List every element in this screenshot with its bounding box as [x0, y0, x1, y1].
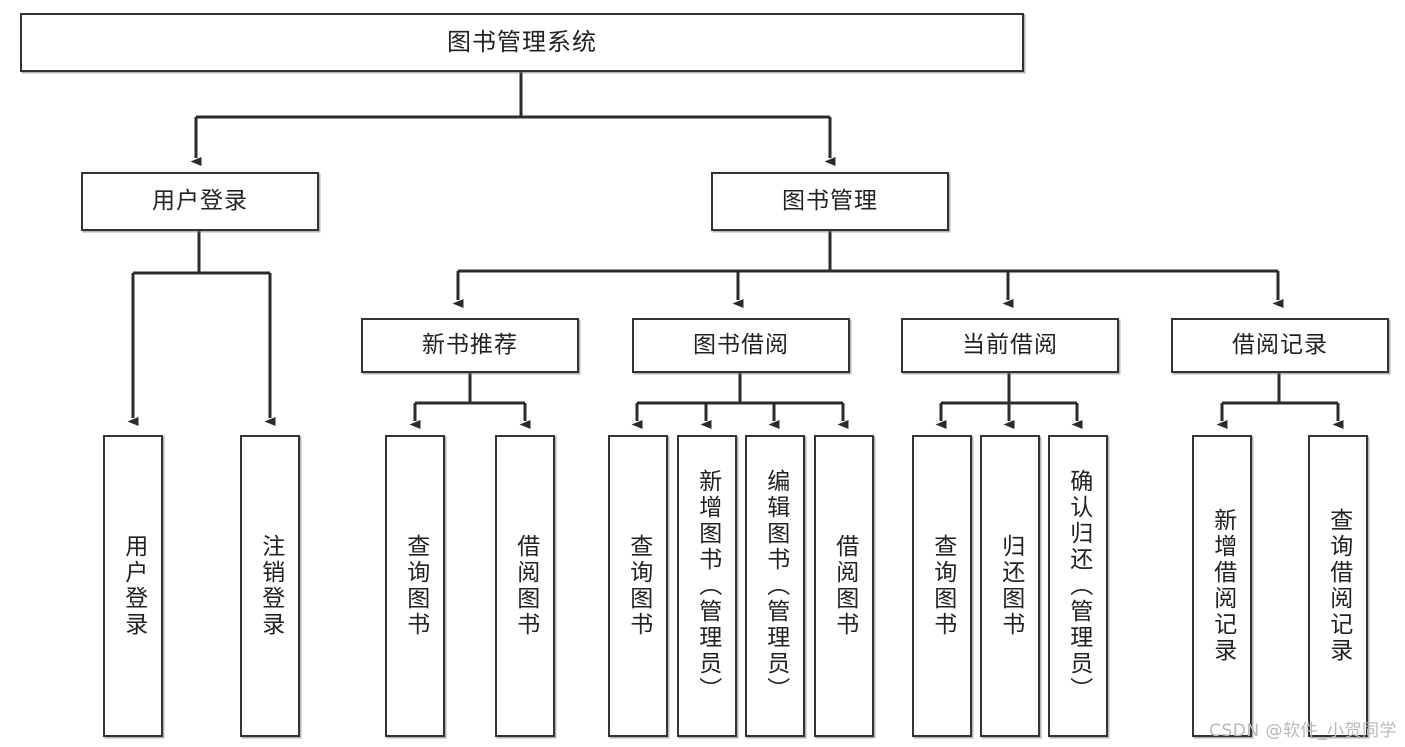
node-book-borrow-label: 图书借阅: [693, 332, 789, 359]
leaf-query-book-2[interactable]: 查询图书: [608, 435, 668, 737]
leaf-add-book[interactable]: 新增图书（管理员）: [677, 435, 737, 737]
leaf-user-login-label: 用户登录: [120, 534, 147, 638]
leaf-borrow-book-2-label: 借阅图书: [831, 534, 858, 638]
leaf-query-book-2-label: 查询图书: [625, 534, 652, 638]
leaf-query-book-1-label: 查询图书: [402, 534, 429, 638]
leaf-borrow-book-1-label: 借阅图书: [512, 534, 539, 638]
leaf-query-record-label: 查询借阅记录: [1325, 508, 1352, 664]
leaf-edit-book-label: 编辑图书（管理员）: [762, 469, 789, 703]
leaf-logout-label: 注销登录: [257, 534, 284, 638]
leaf-user-login[interactable]: 用户登录: [103, 435, 163, 737]
leaf-borrow-book-1[interactable]: 借阅图书: [495, 435, 555, 737]
node-user-login[interactable]: 用户登录: [81, 172, 319, 231]
watermark: CSDN @软件_小贺同学: [1209, 721, 1397, 741]
leaf-add-book-label: 新增图书（管理员）: [694, 469, 721, 703]
node-borrow-record-label: 借阅记录: [1232, 332, 1328, 359]
node-book-management[interactable]: 图书管理: [711, 172, 949, 231]
node-book-management-label: 图书管理: [782, 188, 878, 215]
leaf-add-record[interactable]: 新增借阅记录: [1192, 435, 1252, 737]
leaf-borrow-book-2[interactable]: 借阅图书: [814, 435, 874, 737]
node-current-borrow[interactable]: 当前借阅: [901, 318, 1119, 373]
node-user-login-label: 用户登录: [152, 188, 248, 215]
leaf-query-book-3[interactable]: 查询图书: [912, 435, 972, 737]
leaf-query-record[interactable]: 查询借阅记录: [1308, 435, 1368, 737]
leaf-edit-book[interactable]: 编辑图书（管理员）: [745, 435, 805, 737]
leaf-logout[interactable]: 注销登录: [240, 435, 300, 737]
node-root[interactable]: 图书管理系统: [20, 13, 1024, 72]
leaf-return-book[interactable]: 归还图书: [980, 435, 1040, 737]
leaf-return-book-label: 归还图书: [997, 534, 1024, 638]
node-root-label: 图书管理系统: [447, 27, 597, 56]
node-new-book-recommend[interactable]: 新书推荐: [361, 318, 579, 373]
leaf-add-record-label: 新增借阅记录: [1209, 508, 1236, 664]
node-book-borrow[interactable]: 图书借阅: [632, 318, 850, 373]
node-new-book-recommend-label: 新书推荐: [422, 332, 518, 359]
node-borrow-record[interactable]: 借阅记录: [1171, 318, 1389, 373]
leaf-query-book-1[interactable]: 查询图书: [385, 435, 445, 737]
leaf-query-book-3-label: 查询图书: [929, 534, 956, 638]
leaf-confirm-return[interactable]: 确认归还（管理员）: [1048, 435, 1108, 737]
leaf-confirm-return-label: 确认归还（管理员）: [1065, 469, 1092, 703]
node-current-borrow-label: 当前借阅: [962, 332, 1058, 359]
